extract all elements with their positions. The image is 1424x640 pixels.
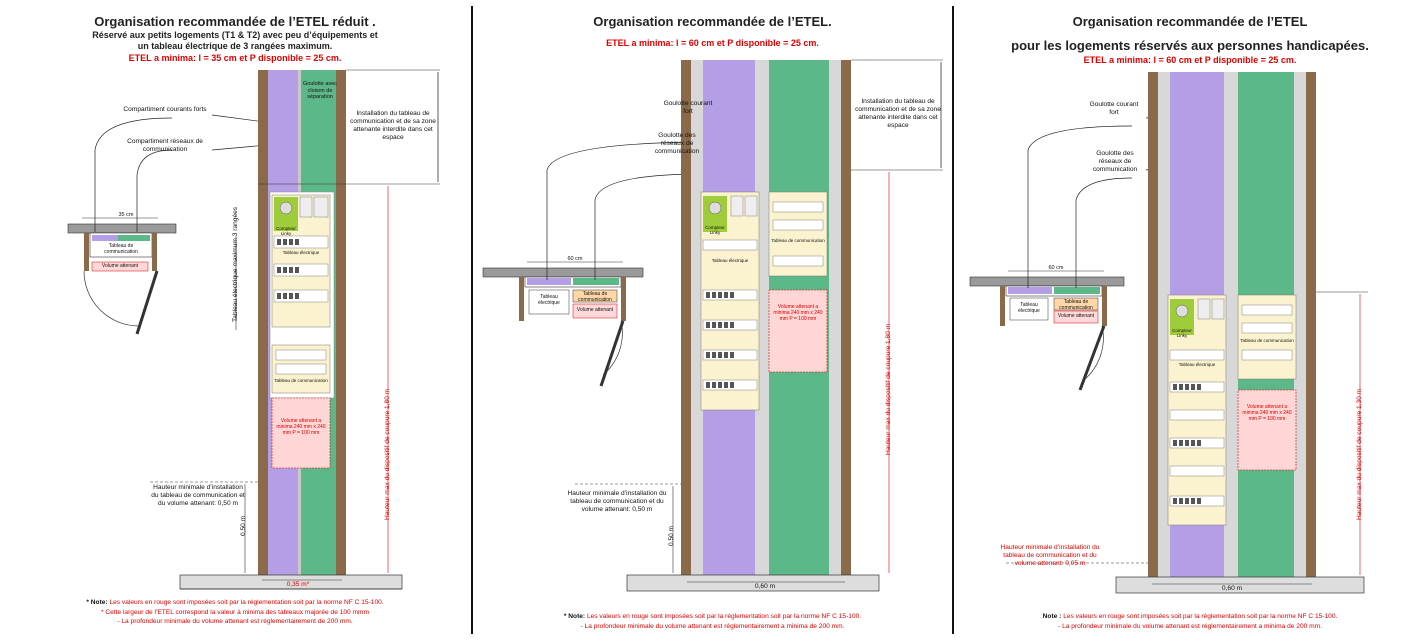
note-prefix: Note : (1042, 613, 1062, 620)
door-leaf (135, 270, 159, 335)
label-plan-volume: Volume attenant (101, 263, 139, 269)
label-goulotte-strong: Goulotte courant fort (663, 100, 713, 115)
label-goulotte-network: Goulotte des réseaux de communication (654, 132, 700, 155)
label-min-height: Hauteur minimale d’installation du table… (151, 484, 245, 507)
label-min-height: Hauteur minimale d’installation du table… (567, 490, 667, 513)
volume-attenant (1237, 389, 1297, 471)
breaker-rows (273, 235, 329, 303)
label-install-zone: Installation du tableau de communication… (855, 98, 941, 129)
label-tab-elec: Tableau électrique (711, 258, 749, 263)
note: Note : Les valeurs en rouge sont imposée… (956, 612, 1424, 631)
panel-subtitle: Réservé aux petits logements (T1 & T2) a… (92, 30, 378, 40)
label-tab-comm: Tableau de communication (274, 378, 328, 383)
label-install-zone: Installation du tableau de communication… (350, 110, 436, 141)
plan-strong-strip (92, 235, 118, 241)
label-plan-comm: Tableau de communication (104, 243, 138, 255)
panel-title: Organisation recommandée de l’ETEL (1072, 14, 1308, 29)
label-plan-width: 60 cm (1048, 265, 1064, 271)
note-prefix: * Note: (563, 613, 586, 620)
note-line: Les valeurs en rouge sont imposées soit … (1063, 613, 1338, 620)
panel-divider (952, 6, 954, 634)
label-goulotte-network: Goulotte des réseaux de communication (1092, 150, 1138, 173)
panel-divider (471, 6, 473, 634)
label-plan-volume: Volume attenant (576, 307, 614, 313)
panel-etel: Organisation recommandée de l’ETEL. ETEL… (475, 0, 950, 640)
note-line: * Cette largeur de l’ETEL correspond la … (100, 608, 370, 616)
label-tableau-3-rangees: Tableau électrique maximum 3 rangées (232, 206, 239, 322)
plan-wall-left (84, 233, 89, 271)
label-linky: Compteur Linky (276, 226, 296, 237)
label-plan-strong: Tableau électrique (538, 294, 560, 306)
panel-minima: ETEL a minima: l = 35 cm et P disponible… (128, 53, 342, 63)
note-line: - La profondeur minimale du volume atten… (1058, 622, 1322, 630)
panel-minima: ETEL a minima: l = 60 cm et P disponible… (1083, 55, 1297, 65)
plan-slab (67, 223, 177, 234)
note-line: Les valeurs en rouge sont imposées soit … (586, 613, 862, 620)
label-compartment-strong: Compartiment courants forts (123, 106, 207, 113)
panel-etel-reduit: Organisation recommandée de l’ETEL rédui… (0, 0, 470, 640)
note: * Note: Les valeurs en rouge sont imposé… (475, 612, 950, 631)
label-plan-volume: Volume attenant (1057, 313, 1095, 319)
label-plan-strong: Tableau électrique (1018, 302, 1040, 314)
plan-volume (91, 261, 149, 272)
label-min-value: 0,50 m (668, 525, 675, 546)
label-volume-box: Volume attenant a minima 240 mm x 240 mm… (276, 418, 326, 436)
label-goulotte: Goulotte avec cloison de séparation (303, 81, 337, 101)
label-max-height: Hauteur max du dispositif de coupure 1,3… (1356, 388, 1363, 520)
etel-diagram (482, 59, 943, 592)
label-max-height: Hauteur max du dispositif de coupure 1,8… (885, 323, 892, 455)
label-volume-box: Volume attenant a minima 240 mm x 240 mm… (1242, 404, 1292, 422)
plan-wall-right (152, 233, 157, 271)
label-plan-comm: Tableau de communication (578, 291, 612, 303)
label-goulotte-strong: Goulotte courant fort (1089, 101, 1139, 116)
etel-diagram (67, 69, 440, 590)
panel-title: Organisation recommandée de l’ETEL rédui… (94, 14, 376, 29)
label-width: 0,60 m (1221, 585, 1243, 592)
label-compartment-network: Compartiment réseaux de communication (127, 138, 203, 153)
panel-etel-pmr: Organisation recommandée de l’ETEL pour … (956, 0, 1424, 640)
label-tab-comm: Tableau de communication (771, 238, 825, 243)
wall-left (258, 70, 268, 575)
volume-attenant (768, 289, 828, 373)
volume-attenant (271, 397, 331, 469)
plan-network-strip (118, 235, 150, 241)
etel-diagram (969, 72, 1368, 594)
note: * Note: Les valeurs en rouge sont imposé… (0, 598, 470, 627)
note-line: Les valeurs en rouge sont imposées soit … (109, 599, 384, 606)
label-min-height: Hauteur minimale d’installation du table… (1000, 544, 1100, 567)
label-linky: Compteur Linky (1172, 328, 1192, 339)
label-tab-comm: Tableau de communication (1240, 338, 1294, 343)
label-linky: Compteur Linky (705, 225, 725, 236)
label-width: 0,60 m (754, 583, 776, 590)
panel-subtitle: un tableau électrique de 3 rangées maxim… (137, 41, 333, 51)
wall-right (336, 70, 346, 575)
label-volume-box: Volume attenant a minima 240 mm x 240 mm… (773, 304, 823, 322)
panel-title-2: pour les logements réservés aux personne… (1011, 38, 1369, 53)
label-min-value: 0,50 m (240, 515, 247, 536)
note-line: - La profondeur minimale du volume atten… (117, 618, 353, 626)
label-tab-elec: Tableau électrique (282, 250, 320, 255)
label-max-height: Hauteur max du dispositif de coupure 1,8… (384, 388, 391, 520)
note-prefix: * Note: (86, 599, 108, 606)
label-plan-comm: Tableau de communication (1059, 299, 1093, 311)
door-swing (83, 270, 140, 327)
label-tab-elec: Tableau électrique (1178, 362, 1216, 367)
panel-minima: ETEL a minima: l = 60 cm et P disponible… (606, 38, 819, 48)
panel-title: Organisation recommandée de l’ETEL. (593, 14, 832, 29)
note-line: - La profondeur minimale du volume atten… (580, 622, 845, 630)
label-width: 0,35 m* (286, 581, 310, 588)
label-plan-width: 60 cm (567, 256, 583, 262)
label-plan-width: 35 cm (118, 212, 134, 218)
